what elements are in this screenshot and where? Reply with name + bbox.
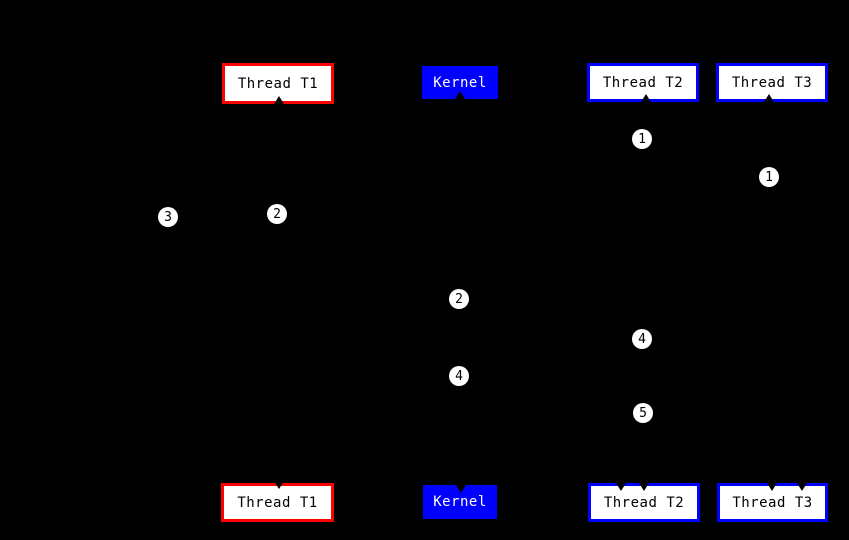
arrowhead-icon (274, 96, 284, 104)
arrowhead-icon (455, 91, 465, 99)
step-marker: 2 (449, 289, 469, 309)
step-marker: 2 (267, 204, 287, 224)
node-thread-t1-bottom: Thread T1 (221, 483, 334, 522)
node-kernel-bottom: Kernel (423, 485, 497, 519)
arrowhead-icon (616, 483, 626, 491)
arrowhead-icon (764, 94, 774, 102)
node-thread-t3-top: Thread T3 (716, 63, 828, 102)
step-marker: 5 (633, 403, 653, 423)
arrowhead-icon (639, 483, 649, 491)
step-marker: 3 (158, 207, 178, 227)
step-marker: 4 (449, 366, 469, 386)
arrowhead-icon (274, 481, 284, 489)
arrowhead-icon (456, 485, 466, 493)
step-marker: 1 (632, 129, 652, 149)
step-marker: 1 (759, 167, 779, 187)
step-marker: 4 (632, 329, 652, 349)
arrowhead-icon (767, 483, 777, 491)
node-thread-t3-bottom: Thread T3 (717, 483, 828, 522)
arrowhead-icon (641, 94, 651, 102)
arrowhead-icon (797, 483, 807, 491)
